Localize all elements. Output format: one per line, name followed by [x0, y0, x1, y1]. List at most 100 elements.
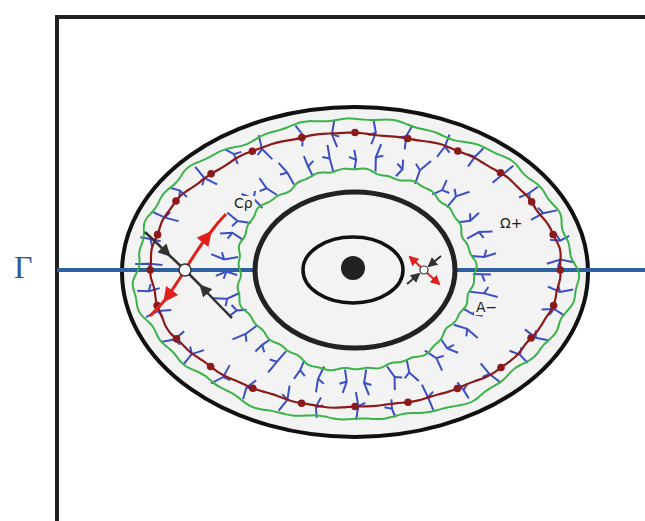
- branch-twig: [232, 221, 238, 226]
- branch-stroke: [255, 339, 270, 351]
- branch-twig: [224, 272, 227, 279]
- cycle-dot: [351, 129, 359, 137]
- fixed-point: [341, 256, 365, 280]
- branch-stroke: [304, 156, 313, 176]
- branch-stroke: [268, 351, 286, 372]
- curve-name: Cρ: [232, 196, 255, 211]
- wiggly-curves: [133, 119, 580, 420]
- branch-stroke: [232, 325, 256, 339]
- branch-stroke: [294, 360, 304, 379]
- branch-twig: [322, 157, 329, 158]
- inner-ellipse: [303, 237, 403, 303]
- outer-green-curve: [133, 119, 580, 420]
- cycle-dot: [497, 364, 505, 372]
- branch-stroke: [213, 293, 240, 299]
- branch-twig: [234, 152, 241, 154]
- branch-twig: [405, 372, 410, 378]
- cycle-dot: [454, 147, 462, 155]
- branch-stroke: [227, 212, 251, 223]
- branch-twig: [280, 173, 287, 175]
- cycle-dot: [207, 363, 215, 371]
- branch-stroke: [260, 178, 277, 195]
- branch-twig: [364, 383, 371, 385]
- branch-stroke: [316, 367, 324, 393]
- branch-stroke: [387, 366, 395, 390]
- cycle-dot: [550, 302, 558, 310]
- cycle-dot: [549, 231, 557, 239]
- cycle-dot: [556, 266, 564, 274]
- branch-stroke: [415, 161, 431, 184]
- branch-twig: [270, 359, 277, 361]
- branch-stroke: [279, 163, 294, 185]
- cycle-dot: [404, 135, 412, 143]
- cycle-dot: [454, 385, 462, 393]
- branch-stroke: [542, 309, 565, 316]
- cycle-dot: [249, 147, 257, 155]
- cycle-dot: [146, 266, 154, 274]
- branch-stroke: [459, 213, 479, 222]
- section-name: Γ: [12, 250, 35, 285]
- left-saddle: [145, 214, 232, 318]
- branch-twig: [300, 370, 305, 376]
- cycle-dot: [173, 335, 181, 343]
- branch-twig: [149, 284, 151, 291]
- branch-twig: [395, 376, 403, 379]
- limit-set-name: Ω+: [498, 216, 524, 231]
- branch-twig: [484, 287, 488, 293]
- branch-twig: [349, 157, 356, 160]
- cycle-dot: [249, 385, 257, 393]
- branch-twig: [376, 156, 383, 158]
- branch-twig: [416, 164, 420, 170]
- cycle-dot: [404, 398, 412, 406]
- branch-twig: [465, 329, 468, 337]
- cycle-dot: [172, 197, 180, 205]
- middle-ellipse: [255, 192, 455, 348]
- branch-twig: [308, 161, 313, 167]
- branch-twig: [469, 213, 471, 221]
- attractor-name: A−: [474, 300, 499, 315]
- branch-stroke: [467, 231, 492, 238]
- cycle-dot: [528, 198, 536, 206]
- branch-twig: [479, 232, 484, 238]
- branch-stroke: [396, 160, 403, 177]
- branch-twig: [318, 379, 324, 384]
- cycle-dot: [497, 169, 505, 177]
- branch-stroke: [454, 325, 478, 338]
- branch-stroke: [405, 125, 413, 149]
- branch-twig: [339, 382, 346, 384]
- branch-twig: [262, 345, 264, 352]
- branch-twig: [447, 345, 454, 349]
- cycle-dot: [351, 403, 359, 411]
- dotted-cycle: [150, 133, 560, 408]
- cycle-dot: [154, 231, 162, 239]
- branch-twig: [332, 134, 339, 136]
- branch-twig: [232, 305, 237, 311]
- cycle-dot: [298, 134, 306, 142]
- branch-stroke: [184, 350, 204, 364]
- branch-stroke: [407, 360, 419, 381]
- branch-twig: [482, 274, 485, 281]
- branch-twig: [384, 407, 391, 408]
- branch-twig: [442, 190, 449, 193]
- right-saddle: [407, 256, 441, 284]
- cycle-dot: [527, 334, 535, 342]
- branch-twig: [484, 250, 486, 257]
- branch-twig: [397, 164, 402, 170]
- branch-twig: [245, 334, 248, 342]
- branch-twig: [222, 252, 224, 259]
- branch-twig: [436, 356, 443, 358]
- branch-twig: [228, 233, 233, 239]
- branch-twig: [260, 188, 267, 191]
- inner-green-curve: [238, 168, 477, 370]
- cycle-dot: [207, 170, 215, 178]
- branch-stroke: [243, 380, 256, 399]
- branch-stroke: [447, 192, 470, 207]
- branch-twig: [454, 189, 455, 196]
- branch-twig: [226, 299, 228, 306]
- branch-stroke: [220, 233, 243, 240]
- cycle-dot: [298, 399, 306, 407]
- frame-top: [55, 15, 645, 19]
- branch-stroke: [441, 339, 458, 353]
